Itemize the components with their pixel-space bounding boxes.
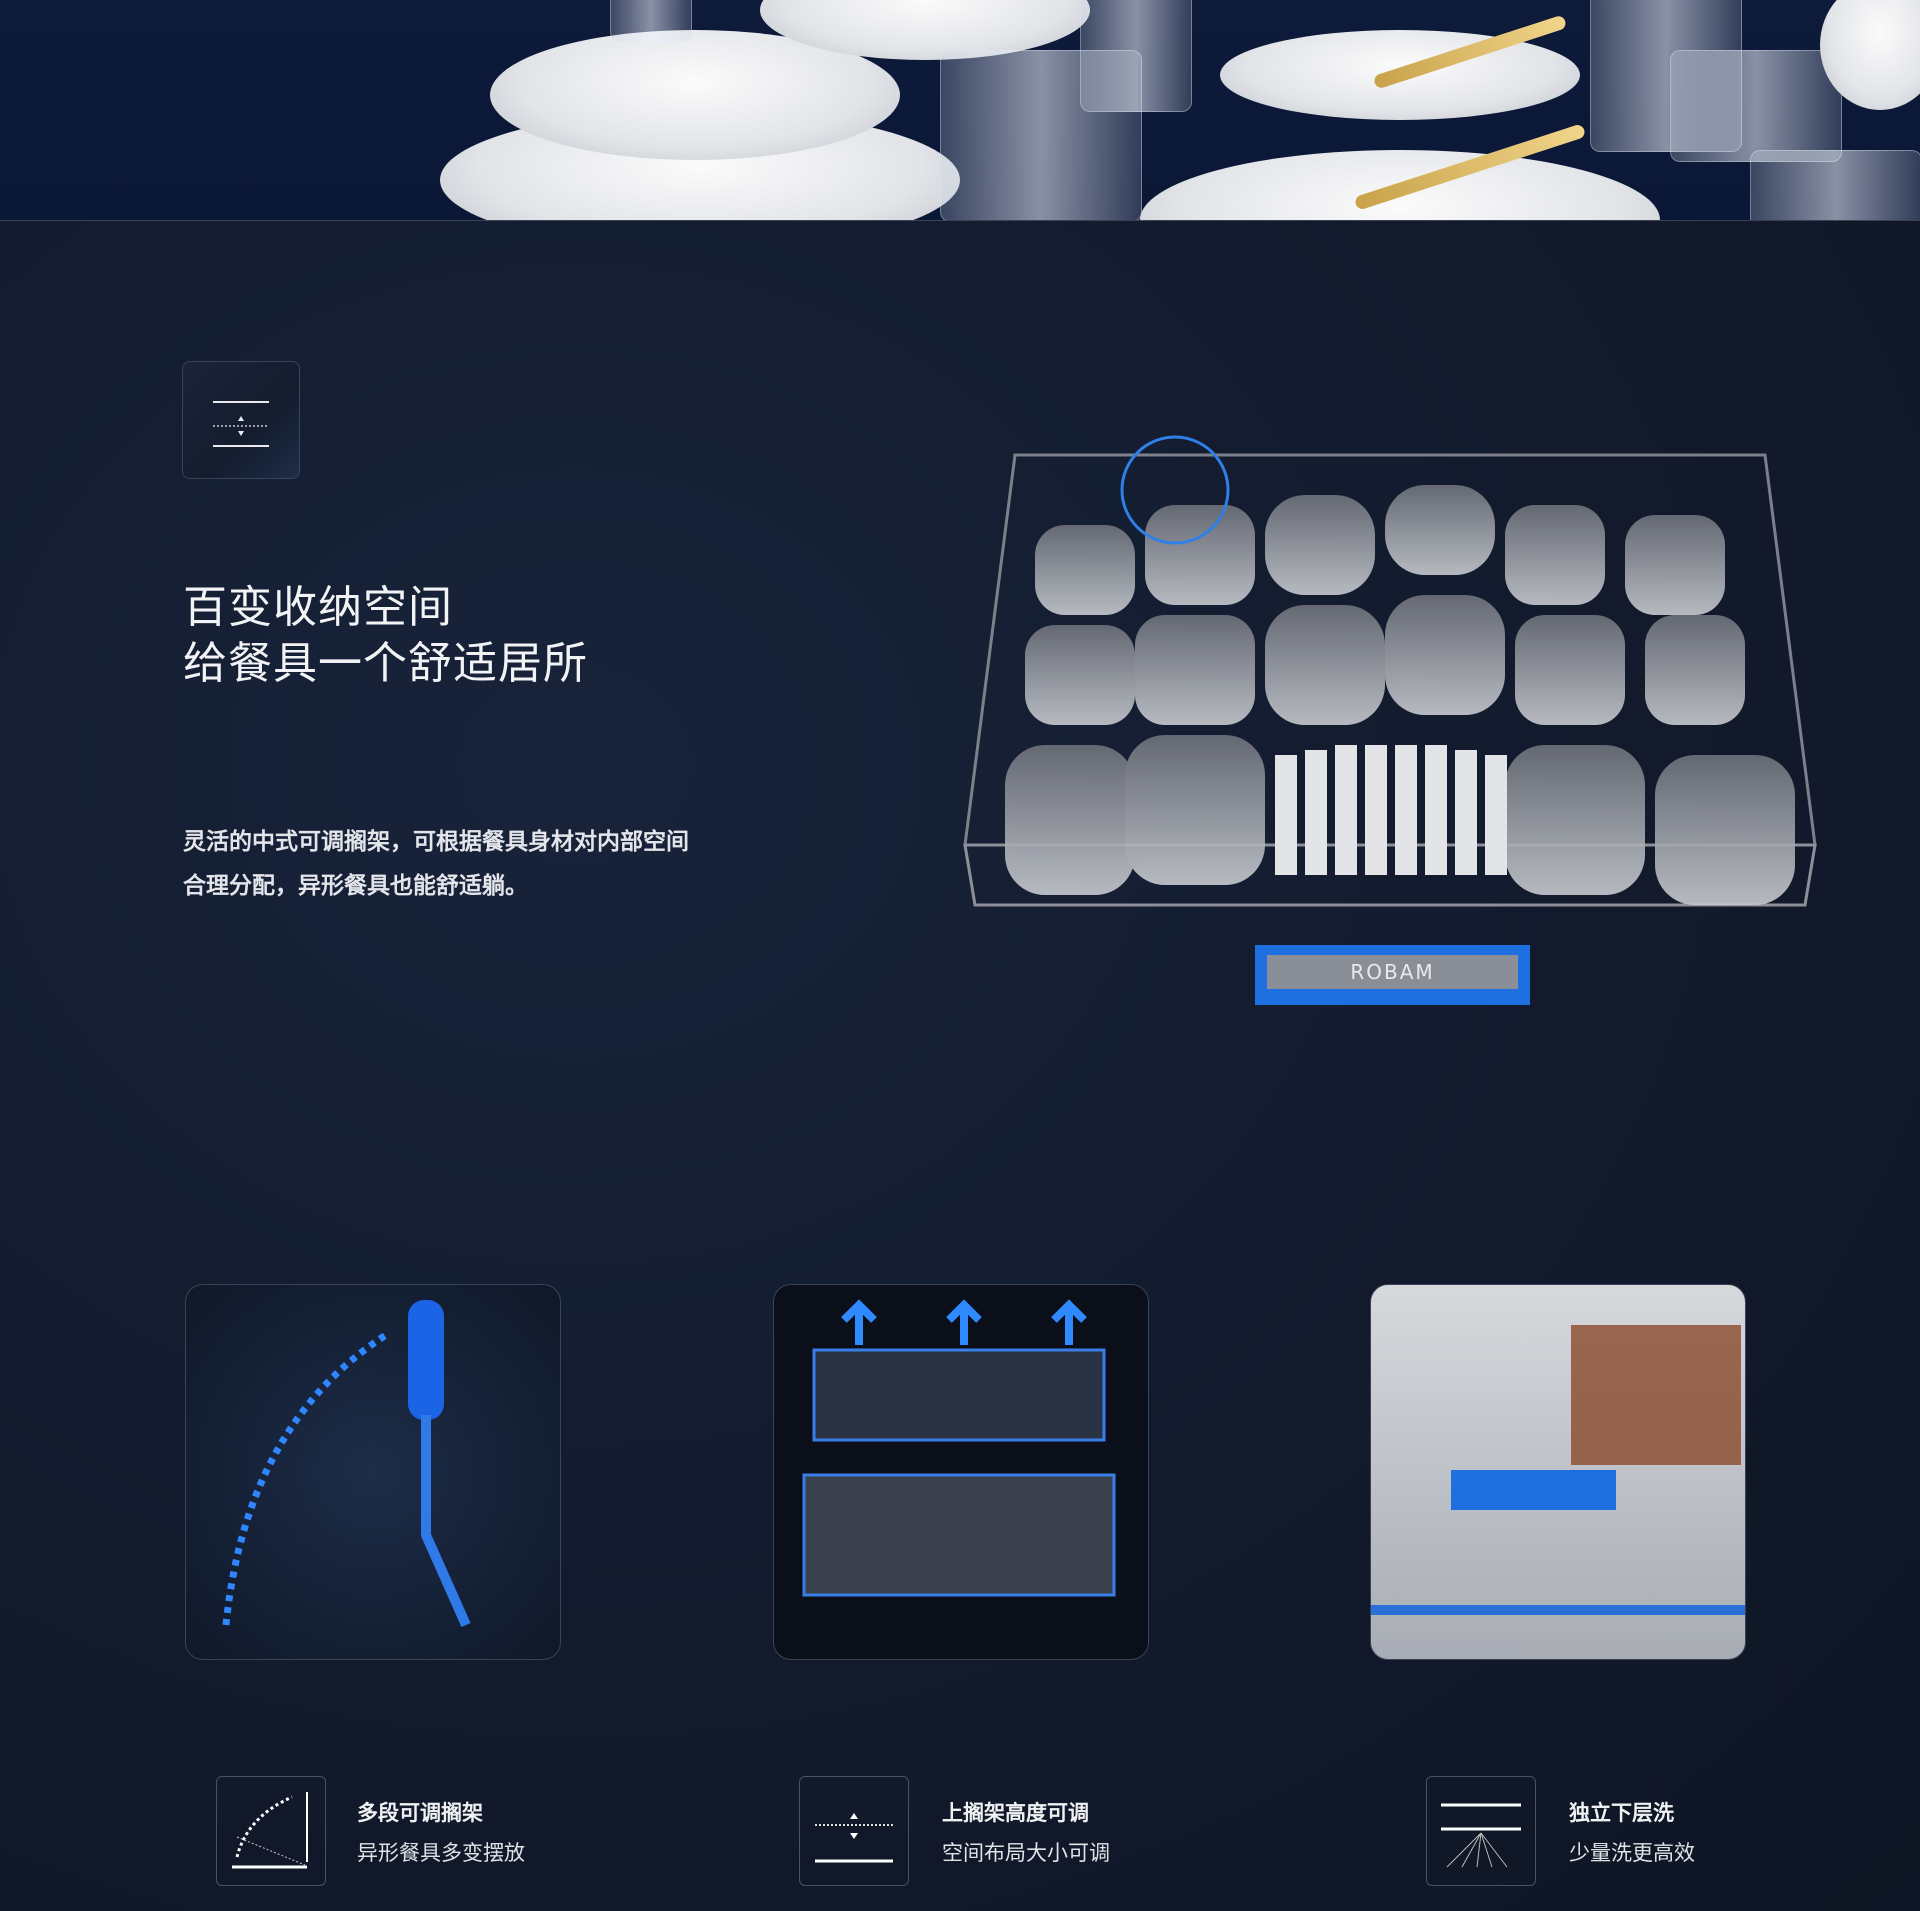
feature-3-subtitle: 少量洗更高效 [1569,1841,1695,1865]
card-lower-rack [1370,1284,1746,1660]
feature-title-line2: 给餐具一个舒适居所 [183,638,588,689]
feature-2-title: 上搁架高度可调 [942,1801,1089,1825]
card-height-adjust [773,1284,1149,1660]
rack-height-adjust-icon [182,361,300,479]
brand-label: ROBAM [1350,960,1435,984]
rack-height-adjust-icon [799,1776,909,1886]
multi-angle-rack-icon [216,1776,326,1886]
feature-title-line1: 百变收纳空间 [183,582,453,633]
feature-desc-line1: 灵活的中式可调搁架，可根据餐具身材对内部空间 [183,829,689,855]
feature-description: 灵活的中式可调搁架，可根据餐具身材对内部空间 合理分配，异形餐具也能舒适躺。 [183,820,689,908]
feature-1-title: 多段可调搁架 [357,1801,483,1825]
feature-1-subtitle: 异形餐具多变摆放 [357,1841,525,1865]
hero-dishes-image [0,0,1920,221]
feature-desc-line2: 合理分配，异形餐具也能舒适躺。 [183,873,528,899]
feature-2-subtitle: 空间布局大小可调 [942,1841,1110,1865]
upper-rack-image: ROBAM [945,425,1835,1065]
lower-spray-icon [1426,1776,1536,1886]
card-adjustable-tine [185,1284,561,1660]
feature-title: 百变收纳空间 给餐具一个舒适居所 [183,580,588,692]
feature-3-title: 独立下层洗 [1569,1801,1674,1825]
